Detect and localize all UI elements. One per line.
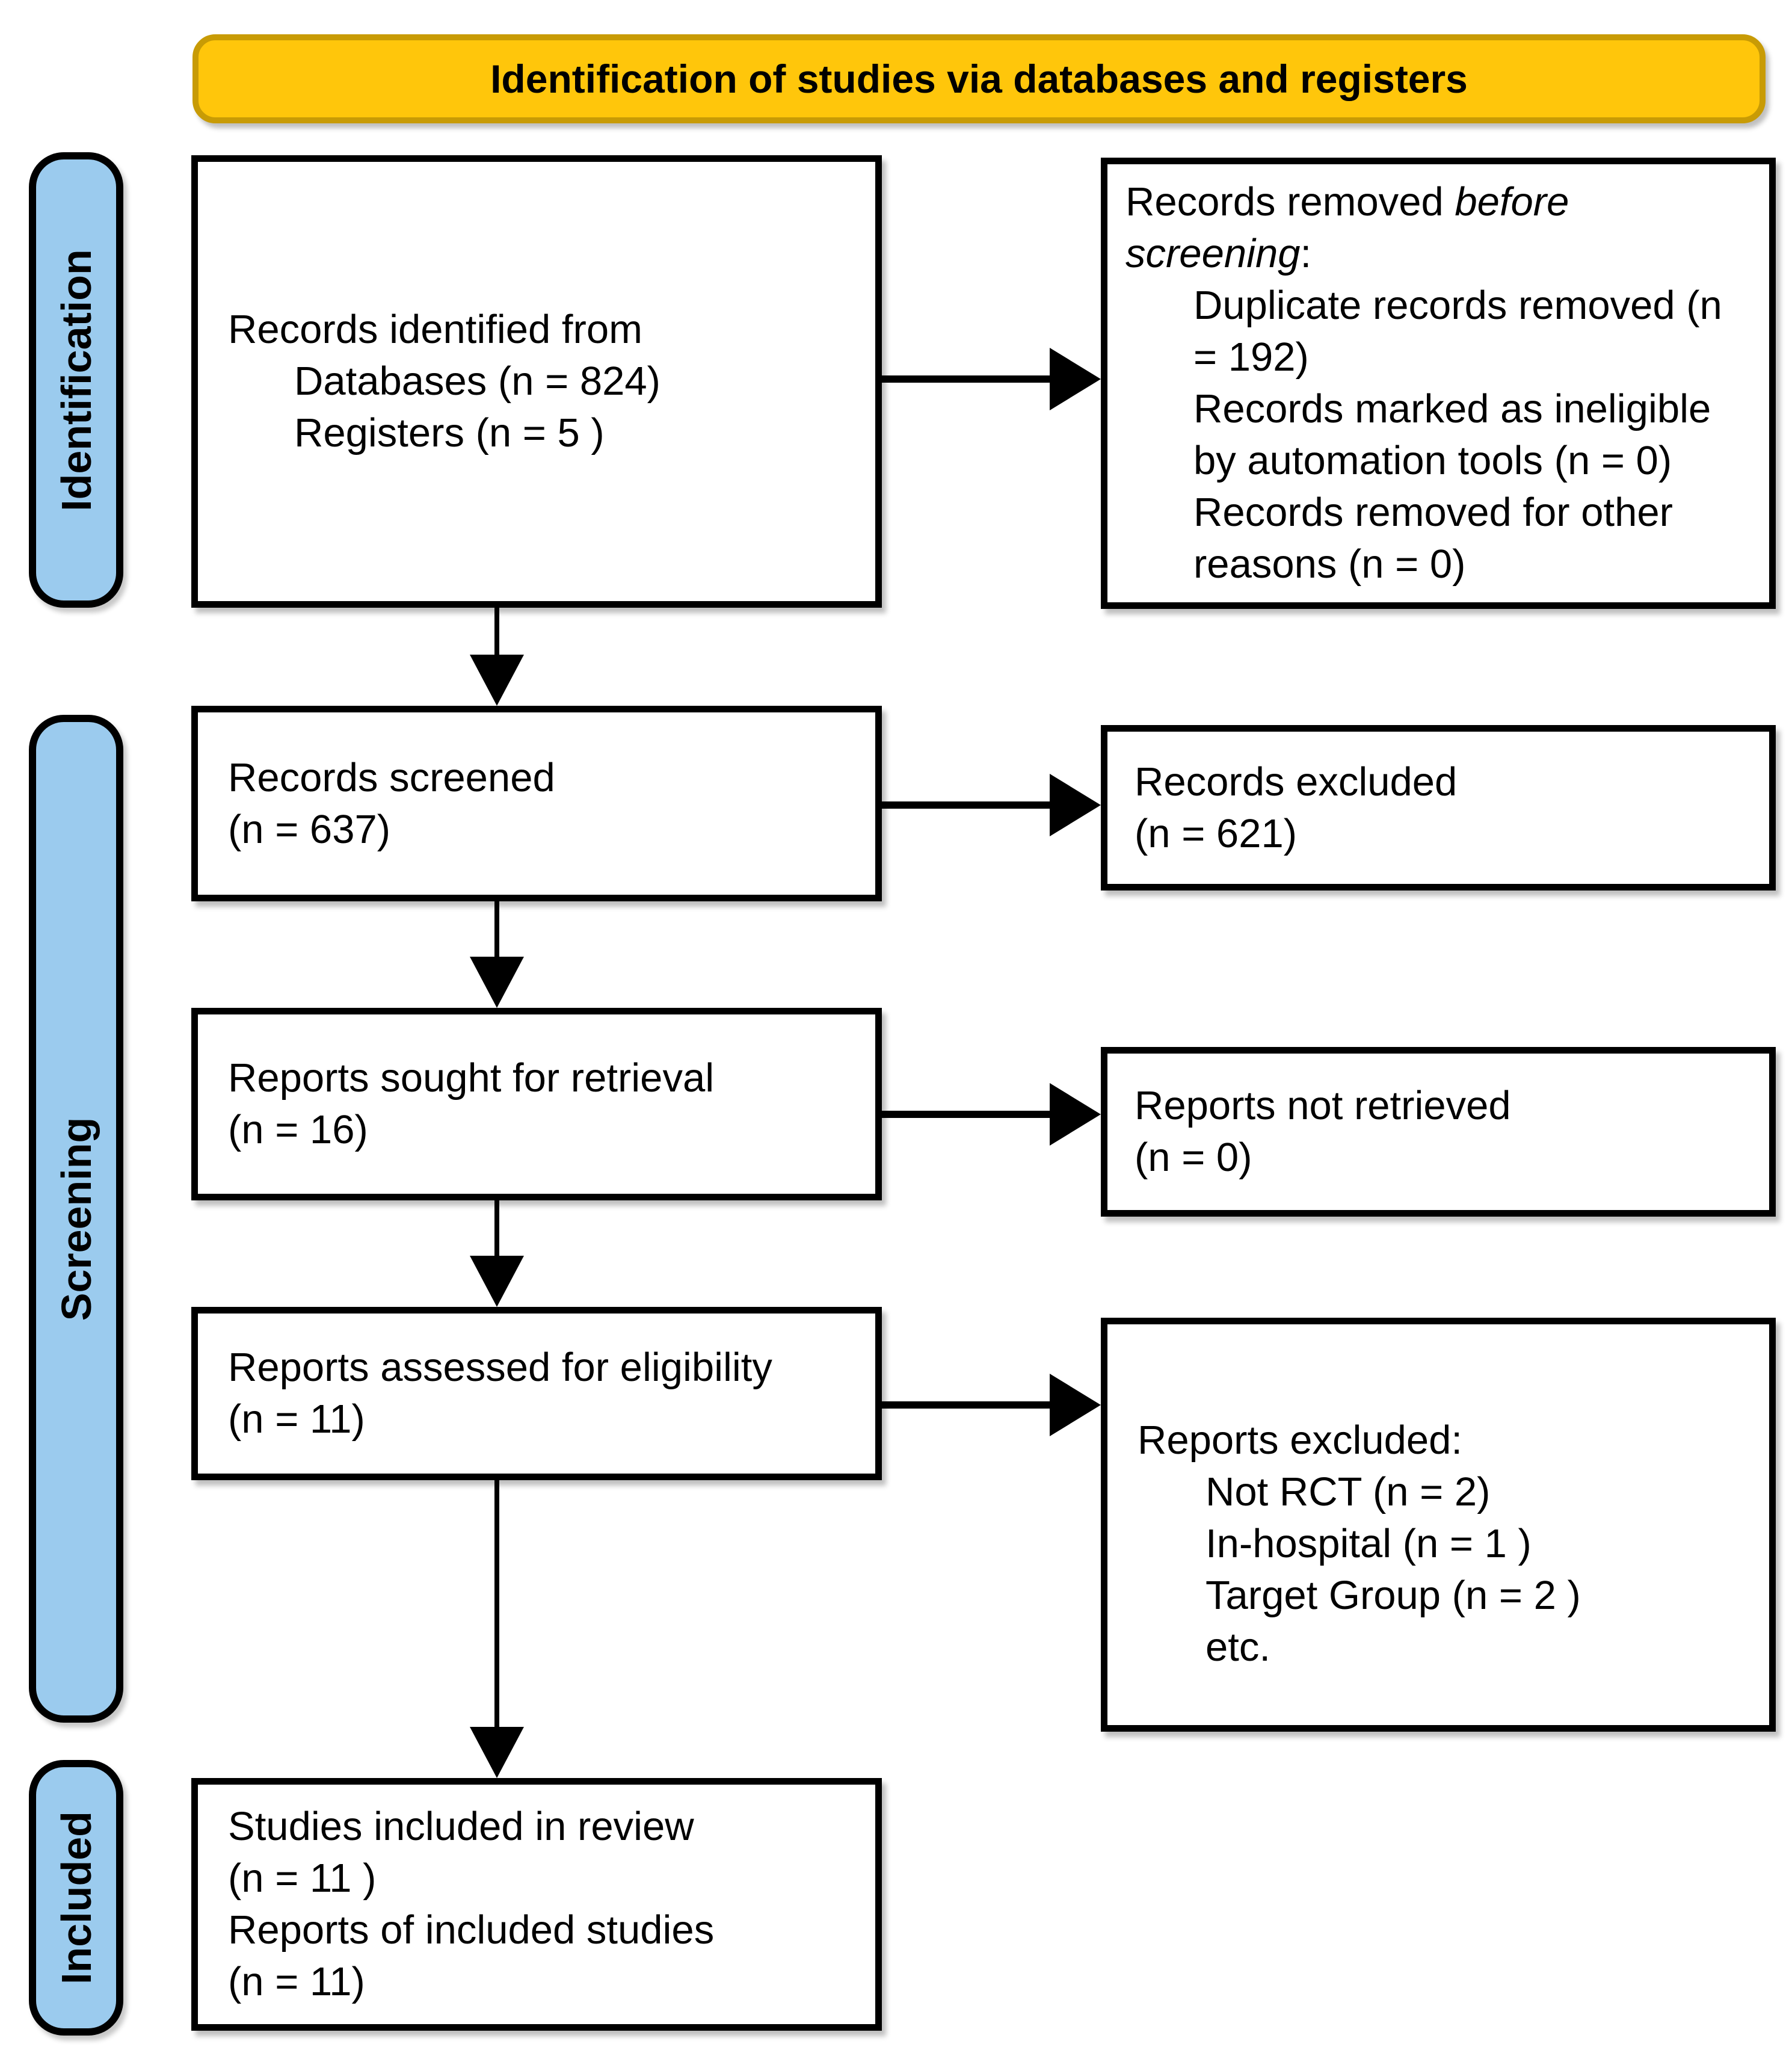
- arrow-sought-to-assessed-line: [494, 1200, 499, 1257]
- records-removed-intro: Records removed before screening:: [1125, 176, 1700, 280]
- stage-label-included-text: Included: [52, 1811, 100, 1984]
- reports-excluded-in-hospital: In-hospital (n = 1 ): [1205, 1521, 1532, 1566]
- arrow-assessed-to-included-head: [470, 1727, 524, 1778]
- arrow-assessed-to-reports-excluded-head: [1050, 1374, 1101, 1436]
- records-removed-intro-prefix: Records removed: [1125, 179, 1455, 224]
- box-reports-excluded: Reports excluded: Not RCT (n = 2) In-hos…: [1101, 1318, 1776, 1732]
- records-identified-intro: Records identified from: [228, 307, 642, 352]
- records-excluded-line1: Records excluded: [1135, 759, 1458, 804]
- studies-included-line3: Reports of included studies: [228, 1907, 715, 1953]
- box-records-excluded: Records excluded (n = 621): [1101, 725, 1776, 891]
- stage-label-included: Included: [29, 1760, 123, 2036]
- reports-excluded-not-rct: Not RCT (n = 2): [1205, 1469, 1491, 1514]
- reports-not-retrieved-line2: (n = 0): [1135, 1135, 1252, 1180]
- box-records-screened: Records screened (n = 637): [191, 706, 882, 901]
- arrow-sought-to-not-retrieved-head: [1050, 1083, 1101, 1146]
- box-records-removed: Records removed before screening: Duplic…: [1101, 158, 1776, 609]
- reports-excluded-target-group: Target Group (n = 2 ): [1205, 1573, 1581, 1618]
- arrow-assessed-to-included-line: [494, 1480, 499, 1728]
- arrow-identified-to-screened-head: [470, 655, 524, 706]
- arrow-screened-to-excluded-line: [882, 801, 1050, 809]
- records-removed-intro-suffix: :: [1300, 231, 1312, 276]
- records-identified-registers: Registers (n = 5 ): [294, 410, 605, 455]
- flow-title-banner: Identification of studies via databases …: [192, 34, 1766, 123]
- reports-not-retrieved-line1: Reports not retrieved: [1135, 1083, 1511, 1128]
- arrow-identified-to-removed-head: [1050, 348, 1101, 410]
- records-removed-other: Records removed for other reasons (n = 0…: [1193, 490, 1673, 587]
- studies-included-line2: (n = 11 ): [228, 1856, 377, 1901]
- flow-title: Identification of studies via databases …: [490, 57, 1468, 101]
- arrow-screened-to-sought-line: [494, 901, 499, 958]
- box-reports-assessed: Reports assessed for eligibility (n = 11…: [191, 1307, 882, 1480]
- box-reports-not-retrieved: Reports not retrieved (n = 0): [1101, 1047, 1776, 1217]
- reports-excluded-intro: Reports excluded:: [1138, 1418, 1463, 1463]
- records-screened-line1: Records screened: [228, 755, 555, 800]
- stage-label-identification-text: Identification: [52, 249, 100, 511]
- studies-included-line4: (n = 11): [228, 1959, 365, 2004]
- records-removed-automation: Records marked as ineligible by automati…: [1193, 386, 1711, 483]
- reports-assessed-line1: Reports assessed for eligibility: [228, 1345, 772, 1390]
- box-records-identified: Records identified from Databases (n = 8…: [191, 155, 882, 608]
- records-removed-intro-italic: before screening: [1125, 179, 1569, 276]
- box-studies-included: Studies included in review (n = 11 ) Rep…: [191, 1778, 882, 2031]
- records-screened-line2: (n = 637): [228, 806, 391, 852]
- records-excluded-line2: (n = 621): [1135, 810, 1298, 856]
- reports-excluded-etc: etc.: [1205, 1625, 1270, 1670]
- box-reports-sought: Reports sought for retrieval (n = 16): [191, 1008, 882, 1200]
- arrow-assessed-to-reports-excluded-line: [882, 1401, 1050, 1409]
- reports-sought-line1: Reports sought for retrieval: [228, 1055, 715, 1101]
- records-removed-duplicates: Duplicate records removed (n = 192): [1193, 283, 1722, 380]
- arrow-screened-to-sought-head: [470, 957, 524, 1008]
- stage-label-identification: Identification: [29, 152, 123, 608]
- arrow-identified-to-removed-line: [882, 375, 1050, 383]
- stage-label-screening: Screening: [29, 715, 123, 1723]
- studies-included-line1: Studies included in review: [228, 1804, 694, 1849]
- arrow-sought-to-assessed-head: [470, 1256, 524, 1307]
- records-identified-databases: Databases (n = 824): [294, 359, 660, 404]
- stage-label-screening-text: Screening: [52, 1117, 100, 1321]
- reports-sought-line2: (n = 16): [228, 1107, 368, 1152]
- arrow-screened-to-excluded-head: [1050, 774, 1101, 836]
- arrow-identified-to-screened-line: [494, 608, 499, 657]
- arrow-sought-to-not-retrieved-line: [882, 1111, 1050, 1118]
- reports-assessed-line2: (n = 11): [228, 1397, 365, 1442]
